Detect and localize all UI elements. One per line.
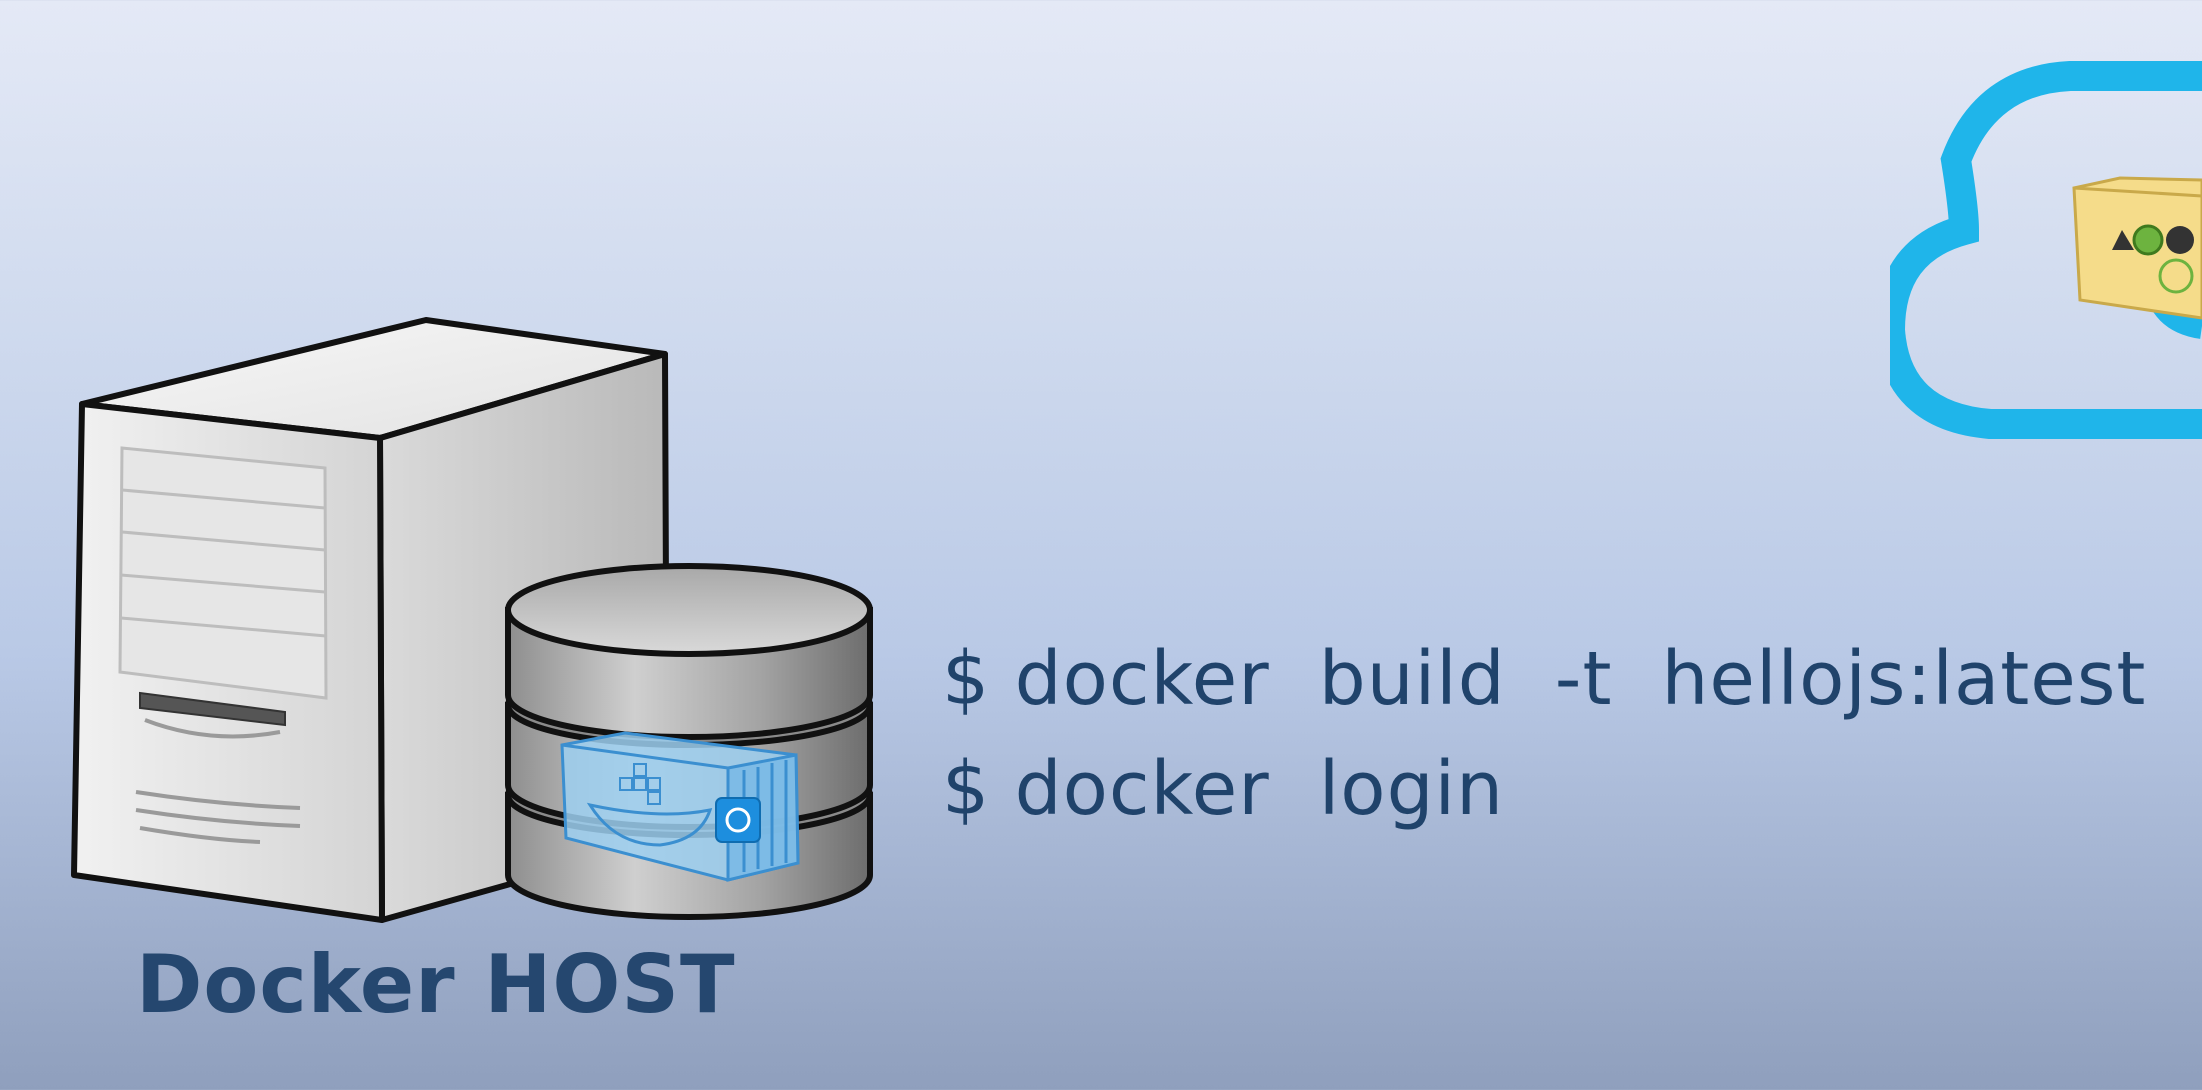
docker-login-command: $ docker login (942, 746, 1504, 832)
docker-host-label: Docker HOST (136, 938, 736, 1031)
nodejs-image-icon (2074, 178, 2202, 318)
cloud-registry-icon (1890, 60, 2202, 560)
server-tower-icon (60, 300, 890, 940)
docker-build-command: $ docker build -t hellojs:latest . (942, 636, 2202, 722)
